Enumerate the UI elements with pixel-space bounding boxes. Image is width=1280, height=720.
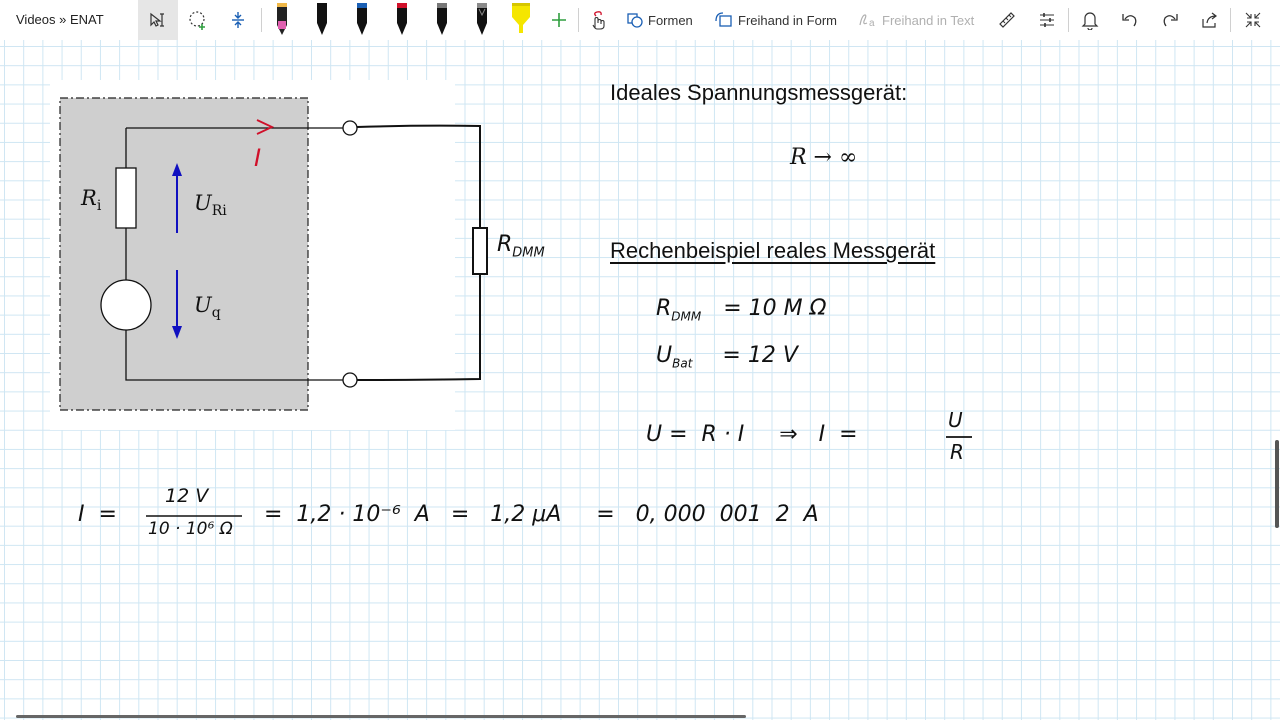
ribbon-toolbar: Videos » ENAT Formen Freihan [0,0,1280,40]
collapse-button[interactable] [1238,0,1268,40]
ruler-button[interactable] [994,0,1020,40]
pen-gray-button[interactable] [428,0,456,40]
ubat-value-line: UBat= 12 V [656,343,798,371]
source-wire [125,128,343,381]
heading-ideal-voltmeter: Ideales Spannungsmessgerät: [610,80,908,105]
bell-icon [1081,12,1099,30]
rdmm-label: RDMM [497,232,545,261]
pen-icon [317,3,327,35]
pen-blue-button[interactable] [348,0,376,40]
lasso-select-button[interactable] [180,0,216,40]
source-box [59,97,309,411]
math-button[interactable] [1034,0,1060,40]
ink-to-text-icon: a [859,14,875,29]
lasso-text-select-button[interactable] [138,0,178,40]
pencil-icon [477,3,487,35]
toolbar-separator [578,8,579,32]
rdmm-value-line: RDMM= 10 M Ω [656,296,827,324]
pencil-button[interactable] [468,0,496,40]
terminal-bottom [342,372,358,388]
sliders-icon [1040,13,1054,27]
calc-lhs: I = [78,502,117,527]
current-label: I [254,144,262,172]
voltage-source [100,279,152,331]
terminal-top [342,120,358,136]
pen-icon [397,3,407,35]
ink-to-text-label: Freihand in Text [882,12,975,28]
vertical-scrollbar[interactable] [1275,440,1279,528]
ink-to-shape-icon [715,12,732,27]
shapes-button[interactable]: Formen [626,0,698,40]
ri-label: Ri [81,186,102,215]
current-arrow [256,119,275,135]
notifications-button[interactable] [1076,0,1104,40]
touch-draw-button[interactable] [584,0,612,40]
shapes-icon [627,13,643,28]
formula-r-infinity: R → ∞ [790,145,858,170]
uq-arrow-head [172,326,182,339]
resistor-rdmm [472,227,488,275]
redo-icon [1163,14,1178,27]
toolbar-separator [1068,8,1069,32]
ruler-icon [999,12,1015,28]
ink-to-text-button[interactable]: a Freihand in Text [858,0,982,40]
highlighter-yellow-button[interactable] [506,0,536,40]
heading-real-example: Rechenbeispiel reales Messgerät [610,238,936,263]
calc-rhs: = 1,2 · 10⁻⁶ A = 1,2 μA = 0, 000 001 2 A [264,502,819,527]
breadcrumb[interactable]: Videos » ENAT [16,12,104,27]
add-pen-button[interactable] [546,0,572,40]
text-select-icon [150,12,164,27]
pen-red-button[interactable] [388,0,416,40]
shapes-label: Formen [648,12,693,28]
fraction-denominator-r: R [950,440,964,464]
touch-draw-icon [592,11,605,30]
insert-space-button[interactable] [220,0,256,40]
uri-label: URi [194,191,227,220]
pen-black-button[interactable] [308,0,336,40]
plus-icon [552,13,566,27]
toolbar-separator [261,8,262,32]
lasso-icon [189,11,205,30]
svg-text:a: a [869,18,875,29]
insert-space-icon [232,12,244,28]
highlighter-icon [512,3,530,33]
ink-to-shape-button[interactable]: Freihand in Form [714,0,842,40]
calc-denominator: 10 · 10⁶ Ω [148,519,233,539]
ohm-law-line: U = R · I ⇒ I = [646,422,858,447]
toolbar-separator [1230,8,1231,32]
calc-numerator: 12 V [165,485,209,507]
uri-arrow-head [172,163,182,176]
pen-icon [357,3,367,35]
undo-button[interactable] [1116,0,1144,40]
collapse-arrows-icon [1245,12,1261,28]
redo-button[interactable] [1156,0,1184,40]
horizontal-scrollbar[interactable] [16,715,746,718]
fraction-numerator-u: U [948,408,963,432]
pen-icon [437,3,447,35]
share-button[interactable] [1196,0,1224,40]
ink-to-shape-label: Freihand in Form [738,12,837,28]
uq-label: Uq [194,293,221,322]
share-icon [1202,12,1217,28]
undo-icon [1122,14,1137,27]
meter-wire [356,124,481,381]
highlighter-pen-icon [277,3,287,35]
pen-pink-button[interactable] [268,0,296,40]
resistor-ri [115,167,137,229]
